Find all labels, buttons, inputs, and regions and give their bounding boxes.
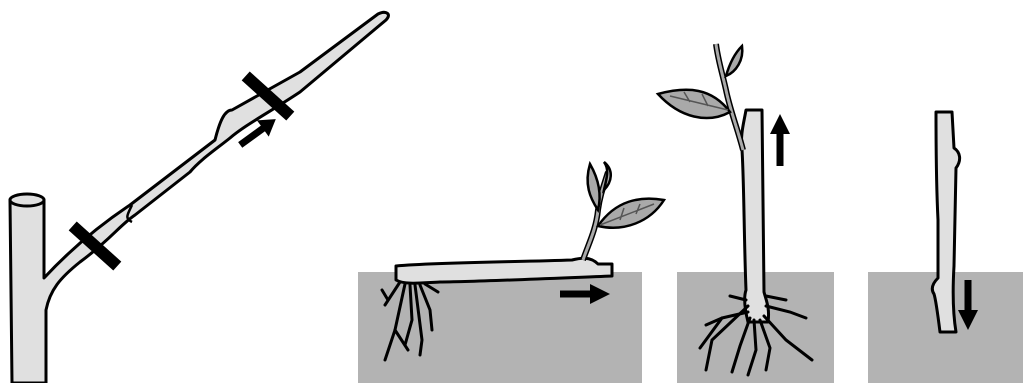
arrow-up-icon: [770, 114, 790, 166]
panel-cut-branch: [10, 12, 388, 383]
soil-block: [358, 272, 642, 383]
trunk-top: [10, 194, 44, 206]
panel-inverted-planting: [868, 112, 1023, 383]
panel-upright-growth: [658, 44, 834, 383]
upper-leaf: [726, 46, 742, 76]
small-leaf-left: [588, 164, 600, 210]
big-leaf: [658, 90, 730, 118]
panel-horizontal-planting: [358, 162, 664, 383]
upright-cutting: [741, 110, 768, 322]
tree-trunk: [10, 12, 388, 383]
